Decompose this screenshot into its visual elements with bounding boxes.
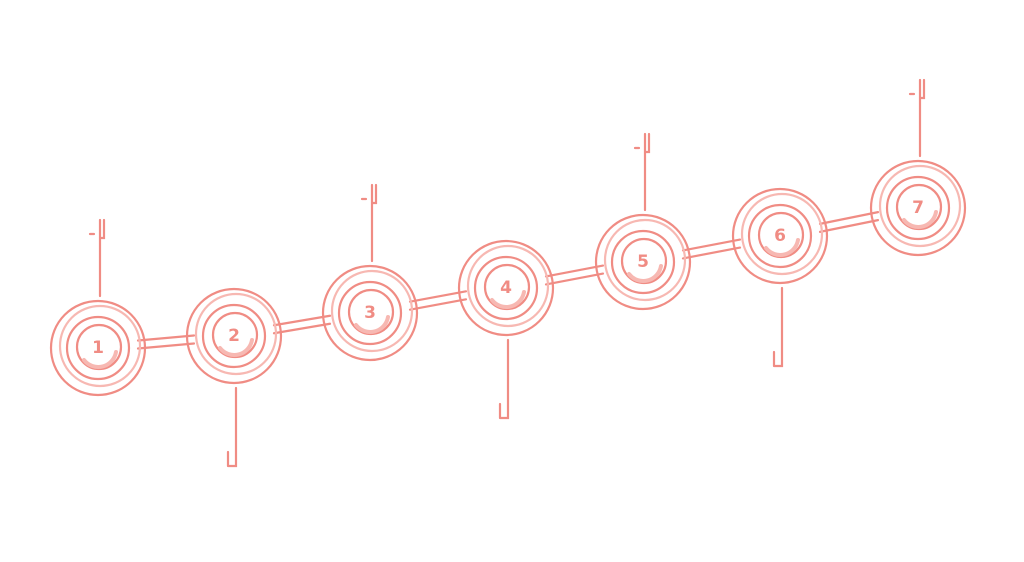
connector-layer: [136, 211, 880, 350]
step-callout-1: [88, 218, 106, 298]
step-node-3: 3: [321, 264, 419, 362]
step-number: 4: [500, 278, 512, 298]
step-callout-4: [498, 338, 510, 420]
step-callout-2: [226, 386, 238, 468]
step-node-7: 7: [869, 159, 967, 257]
step-connector: [408, 290, 468, 311]
step-number: 1: [92, 338, 104, 358]
step-connector: [818, 211, 880, 233]
step-number: 6: [774, 226, 786, 246]
callout-layer: [88, 78, 926, 468]
step-connector: [136, 334, 196, 350]
step-number: 2: [228, 326, 240, 346]
step-number: 7: [912, 198, 924, 218]
step-callout-5: [633, 132, 651, 212]
step-node-1: 1: [49, 299, 147, 397]
step-node-layer: 1 2 3 4 5 6 7: [49, 159, 967, 397]
step-node-2: 2: [185, 287, 283, 385]
step-node-6: 6: [731, 187, 829, 285]
step-connector: [681, 238, 742, 260]
step-node-4: 4: [457, 239, 555, 337]
step-number: 5: [637, 252, 649, 272]
step-callout-7: [908, 78, 926, 158]
step-connector: [544, 264, 605, 286]
step-node-5: 5: [594, 213, 692, 311]
step-callout-3: [360, 183, 378, 263]
step-callout-6: [772, 286, 784, 368]
step-connector: [272, 314, 332, 335]
step-number: 3: [364, 303, 376, 323]
